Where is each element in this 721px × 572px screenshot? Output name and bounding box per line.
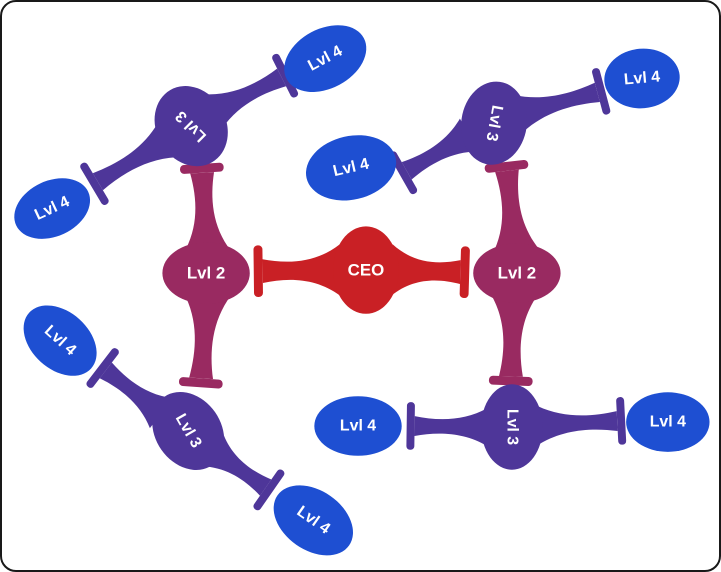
node-l4-bottom-center[interactable]: Lvl 4: [260, 471, 366, 570]
node-l4-mid-left[interactable]: Lvl 4: [299, 127, 402, 209]
edge-l2-right-l3-top-right: [492, 169, 540, 255]
edge-l2-left-l3-bottom-left: [183, 292, 231, 380]
node-l2-left[interactable]: Lvl 2: [162, 242, 250, 304]
node-label: Lvl 4: [623, 68, 661, 88]
node-l4-top-far-left[interactable]: Lvl 4: [4, 167, 99, 251]
node-ellipse: [273, 485, 353, 556]
node-ellipse: [626, 392, 710, 452]
edge-ceo-l2-right: [390, 244, 461, 296]
edge-terminal-l4-top-right: [592, 68, 611, 115]
edge-l3-bottom-right-l4-bottom-mid: [414, 408, 488, 446]
edge-l3-bottom-right-l4-bottom-right: [537, 406, 618, 444]
node-label: CEO: [348, 261, 385, 280]
node-ellipse: [333, 226, 399, 314]
node-l3-bottom-right[interactable]: Lvl 3: [481, 384, 543, 470]
edge-terminal-l4-mid-left: [389, 151, 418, 195]
node-ellipse: [461, 81, 528, 165]
edge-terminal-l2-right: [459, 246, 470, 299]
node-l3-top-right[interactable]: Lvl 3: [456, 77, 533, 169]
edge-l3-top-left-l4-top-far-left: [92, 124, 176, 191]
node-ellipse: [305, 135, 397, 201]
edge-terminal-l4-bottom-far-left: [86, 348, 119, 388]
node-l4-bottom-far-left[interactable]: Lvl 4: [10, 291, 111, 390]
node-ellipse: [14, 178, 91, 239]
node-label: Lvl 2: [187, 264, 225, 283]
node-label: Lvl 3: [483, 104, 506, 143]
edge-l2-right-l3-bottom-right: [490, 293, 538, 377]
node-l4-top-right[interactable]: Lvl 4: [602, 45, 682, 111]
edge-terminal-l4-top-far-left: [80, 162, 109, 205]
node-ellipse: [473, 243, 561, 303]
edges-layer: [80, 53, 627, 511]
edge-l3-top-left-l4-top-center: [205, 68, 287, 129]
edge-l2-left-l3-top-left: [183, 172, 231, 254]
edge-terminal-l4-top-center: [272, 53, 299, 98]
node-l3-top-left[interactable]: Lvl 3: [140, 73, 242, 180]
node-ellipse: [284, 25, 367, 92]
node-ellipse: [162, 242, 250, 304]
node-label: Lvl 3: [503, 409, 520, 445]
node-l4-bottom-mid[interactable]: Lvl 4: [314, 396, 402, 456]
node-l4-top-center[interactable]: Lvl 4: [273, 12, 378, 106]
edge-l3-top-right-l4-top-right: [514, 82, 600, 132]
node-ellipse: [314, 396, 402, 456]
edge-l3-top-right-l4-mid-left: [401, 118, 479, 180]
edge-terminal-l2-left: [253, 245, 263, 297]
node-label: Lvl 4: [340, 418, 376, 435]
edge-ceo-l2-left: [262, 244, 341, 296]
node-l3-bottom-left[interactable]: Lvl 3: [137, 378, 239, 484]
edge-terminal-l3-bottom-right: [488, 375, 533, 386]
edge-terminal-l3-bottom-left: [178, 377, 223, 389]
node-ellipse: [152, 391, 225, 470]
node-ellipse: [23, 305, 97, 376]
node-ellipse: [481, 384, 543, 470]
node-label: Lvl 4: [650, 414, 686, 431]
edge-terminal-l4-bottom-mid: [406, 402, 415, 450]
node-label: Lvl 2: [498, 264, 536, 283]
node-ellipse: [154, 86, 228, 167]
edge-terminal-l4-bottom-center: [253, 469, 285, 511]
node-ellipse: [604, 48, 680, 109]
node-ceo[interactable]: CEO: [333, 226, 399, 314]
node-l2-right[interactable]: Lvl 2: [473, 243, 561, 303]
node-l4-bottom-right[interactable]: Lvl 4: [626, 392, 710, 452]
edge-terminal-l4-bottom-right: [616, 397, 627, 445]
